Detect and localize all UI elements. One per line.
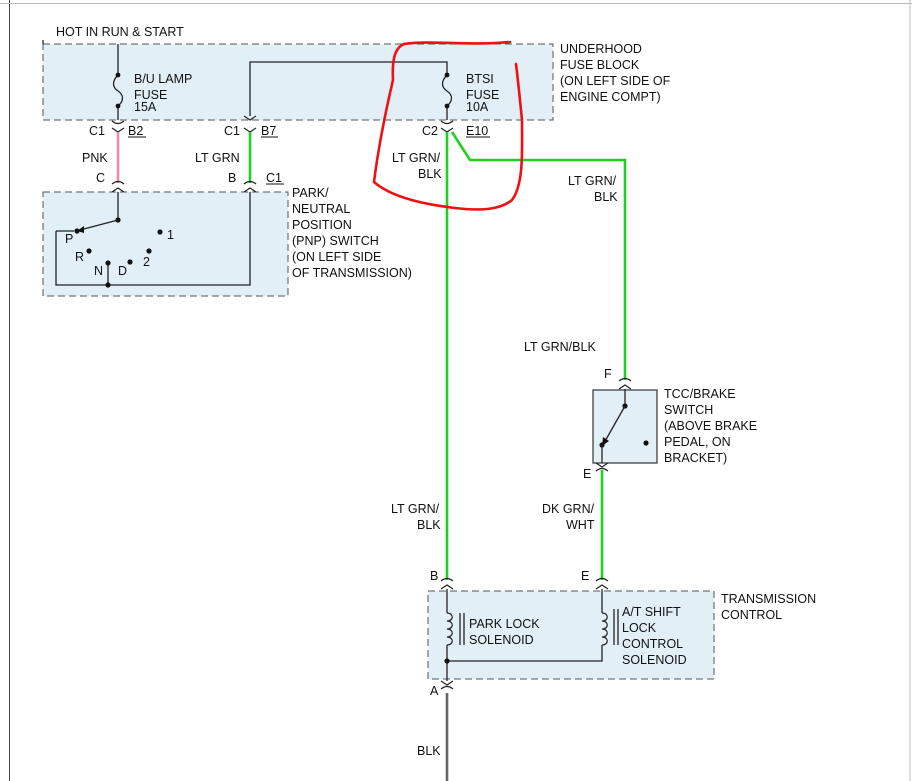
- lt-grn-blk-label-lower-2: BLK: [417, 518, 441, 532]
- park-lock-label-1: PARK LOCK: [469, 617, 540, 631]
- fuse-block-label-1: UNDERHOOD: [560, 42, 642, 56]
- pnp-pos-d: D: [118, 264, 127, 278]
- pnp-pos-n: N: [94, 264, 103, 278]
- bu-lamp-fuse-label-3: 15A: [134, 100, 157, 114]
- tcc-pin-e-connector: [595, 462, 609, 472]
- bu-lamp-fuse-label-1: B/U LAMP: [134, 72, 192, 86]
- tcc-pin-f-connector: [618, 377, 632, 390]
- tc-pin-a: A: [430, 684, 439, 698]
- blk-wire-label: BLK: [417, 744, 441, 758]
- pnp-label-1: PARK/: [292, 186, 329, 200]
- tcc-pin-f: F: [604, 367, 612, 381]
- pnp-wiper-arm: [79, 219, 119, 231]
- btsi-fuse-terminal-bottom: [444, 103, 450, 109]
- tcc-label-1: TCC/BRAKE: [664, 387, 736, 401]
- bu-lamp-fuse-terminal-top: [115, 72, 121, 78]
- pnp-label-5: (ON LEFT SIDE: [292, 250, 381, 264]
- connector-c1-b2-conn: C1: [89, 124, 105, 138]
- connector-c2-e10-pin: E10: [466, 124, 488, 138]
- pnp-pos-p: P: [65, 232, 73, 246]
- tcc-label-3: (ABOVE BRAKE: [664, 419, 757, 433]
- shift-lock-return-lead: [447, 645, 603, 662]
- btsi-fuse-label-2: FUSE: [466, 88, 499, 102]
- tc-pin-a-connector: [440, 680, 454, 690]
- pnp-contact-1: [157, 229, 163, 235]
- connector-c1-b7-conn: C1: [224, 124, 240, 138]
- pnp-label-4: (PNP) SWITCH: [292, 234, 379, 248]
- btsi-fuse-label-3: 10A: [466, 100, 489, 114]
- park-lock-coil: [446, 612, 453, 646]
- fuse-block-label-2: FUSE BLOCK: [560, 58, 640, 72]
- shift-lock-coil: [601, 612, 608, 646]
- pnk-wire-label: PNK: [82, 151, 108, 165]
- pnp-pos-1: 1: [167, 228, 174, 242]
- shift-lock-label-2: LOCK: [622, 621, 657, 635]
- btsi-fuse-label-1: BTSI: [466, 72, 494, 86]
- pnp-pin-b: B: [228, 171, 236, 185]
- transmission-control-label-1: TRANSMISSION: [721, 592, 816, 606]
- tcc-open-contact: [643, 440, 649, 446]
- shift-lock-label-3: CONTROL: [622, 637, 683, 651]
- pnp-connector-c1: C1: [266, 171, 282, 185]
- pnp-pin-c-connector: [111, 180, 125, 193]
- tcc-switch-arm: [603, 405, 626, 444]
- pnp-contact-p: [74, 228, 80, 234]
- tcc-pin-e: E: [583, 467, 591, 481]
- dk-grn-wht-label-2: WHT: [566, 518, 595, 532]
- lt-grn-blk-label-mid: LT GRN/BLK: [524, 340, 596, 354]
- transmission-control-label-2: CONTROL: [721, 608, 782, 622]
- tcc-label-5: BRACKET): [664, 451, 727, 465]
- bu-lamp-fuse-label-2: FUSE: [134, 88, 167, 102]
- shift-lock-label-1: A/T SHIFT: [622, 605, 681, 619]
- park-lock-label-2: SOLENOID: [469, 633, 534, 647]
- bu-lamp-fuse-symbol: [112, 74, 124, 120]
- transmission-control-box: [427, 590, 715, 680]
- lt-grn-blk-label-top-left-1: LT GRN/: [392, 151, 441, 165]
- underhood-fuse-block: [42, 43, 554, 121]
- solenoid-common-junction: [444, 658, 450, 664]
- pnp-label-2: NEUTRAL: [292, 202, 350, 216]
- pnp-pin-b-connector: [243, 180, 257, 193]
- pnp-label-6: OF TRANSMISSION): [292, 266, 412, 280]
- connector-c2-e10-conn: C2: [422, 124, 438, 138]
- lt-grn-wire-label: LT GRN: [195, 151, 240, 165]
- tc-pin-b-connector: [440, 577, 454, 590]
- pnp-contact-2: [146, 248, 152, 254]
- source-label: HOT IN RUN & START: [56, 25, 184, 39]
- pnp-label-3: POSITION: [292, 218, 352, 232]
- pnp-pin-c: C: [96, 171, 105, 185]
- lt-grn-blk-label-top-right-1: LT GRN/: [568, 174, 617, 188]
- dk-grn-wht-label-1: DK GRN/: [542, 502, 595, 516]
- red-annotation-top-stroke: [402, 40, 512, 46]
- lt-grn-blk-label-top-left-2: BLK: [418, 167, 442, 181]
- tc-pin-e-connector: [595, 577, 609, 590]
- pnp-contact-r: [86, 248, 92, 254]
- shift-lock-label-4: SOLENOID: [622, 653, 687, 667]
- connector-c1-b7-pin: B7: [261, 124, 276, 138]
- pnp-switch-box: [42, 191, 289, 297]
- pnp-pos-r: R: [75, 250, 84, 264]
- btsi-fuse-terminal-top: [444, 72, 450, 78]
- pnp-contact-d: [127, 259, 133, 265]
- lt-grn-blk-label-lower-1: LT GRN/: [391, 502, 440, 516]
- bu-lamp-fuse-terminal-bottom: [115, 103, 121, 109]
- tcc-label-2: SWITCH: [664, 403, 713, 417]
- fuse-block-internal-bus: [249, 61, 448, 116]
- connector-c1-b2-pin: B2: [128, 124, 143, 138]
- tc-pin-b: B: [430, 569, 438, 583]
- pnp-pos-2: 2: [143, 255, 150, 269]
- lt-grn-blk-wire-to-tcc: [450, 131, 627, 380]
- red-annotation-circle: [372, 42, 524, 211]
- fuse-block-label-4: ENGINE COMPT): [560, 90, 661, 104]
- lt-grn-blk-label-top-right-2: BLK: [594, 190, 618, 204]
- btsi-fuse-symbol: [441, 74, 453, 120]
- pnp-n-junction-dot: [105, 282, 111, 288]
- fuse-block-label-3: (ON LEFT SIDE OF: [560, 74, 671, 88]
- tcc-label-4: PEDAL, ON: [664, 435, 731, 449]
- pnp-internal-loop: [55, 192, 251, 286]
- tc-pin-e: E: [581, 569, 589, 583]
